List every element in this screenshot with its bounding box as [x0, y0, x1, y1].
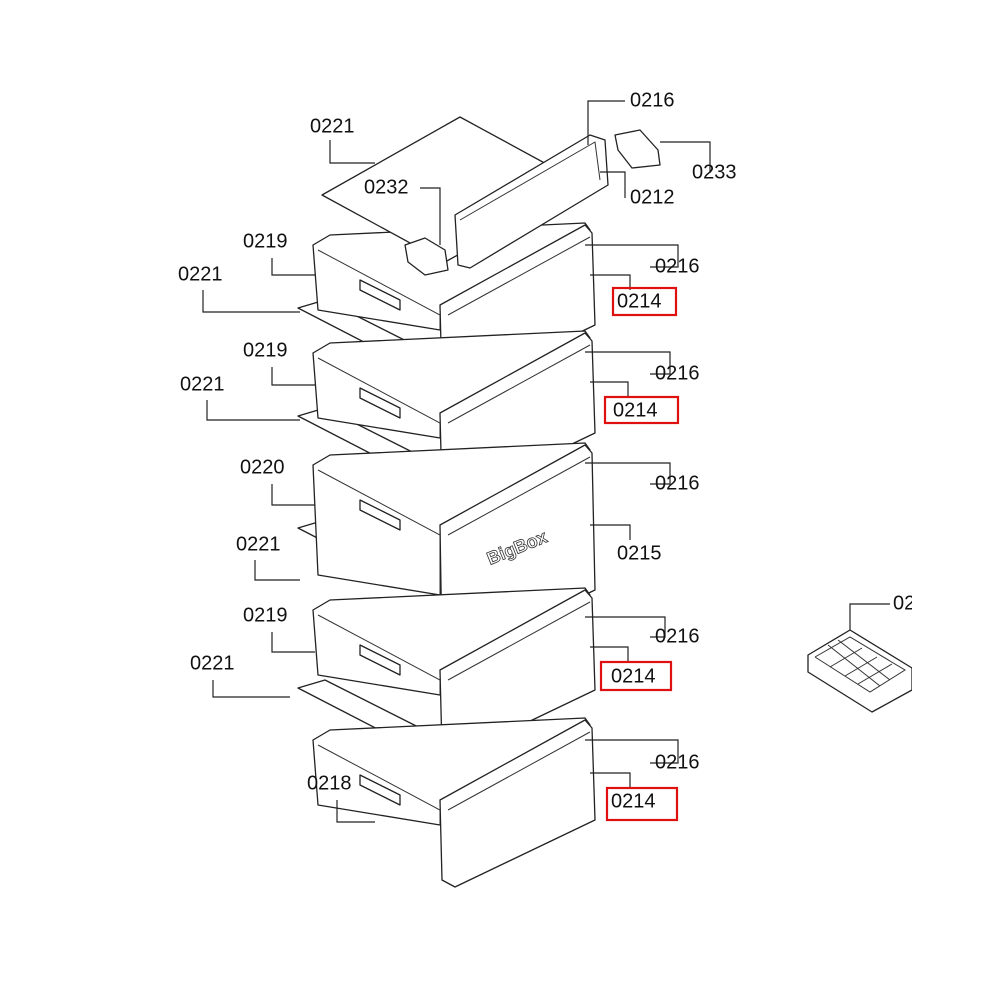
- label-0233: 0233: [692, 161, 737, 183]
- label-0214-highlighted[interactable]: 0214: [611, 665, 656, 687]
- label-0216: 0216: [655, 362, 700, 384]
- label-0218: 0218: [307, 772, 352, 794]
- drawer-handle: [359, 387, 401, 419]
- label-0212: 0212: [630, 186, 675, 208]
- leader-lines: [202, 100, 890, 823]
- label-0216: 0216: [655, 751, 700, 773]
- drawer-parts: [297, 222, 596, 888]
- label-0221: 0221: [178, 263, 223, 285]
- label-0221: 0221: [180, 373, 225, 395]
- drawer-handle: [359, 499, 401, 531]
- label-0220: 0220: [240, 456, 285, 478]
- top-frame-strip: [454, 134, 609, 269]
- label-0215: 0215: [617, 542, 662, 564]
- drawer-front-lip: [447, 456, 591, 536]
- highlight-box: [599, 660, 673, 692]
- label-0219: 0219: [243, 604, 288, 626]
- highlight-box: [611, 286, 678, 317]
- label-0216: 0216: [655, 472, 700, 494]
- label-0219: 0219: [243, 339, 288, 361]
- drawer-front-lip: [447, 731, 591, 811]
- label-0232: 0232: [364, 176, 409, 198]
- label-0216: 0216: [655, 255, 700, 277]
- label-0219: 0219: [243, 230, 288, 252]
- drawer-front-lip: [447, 236, 591, 316]
- drawer-handle: [359, 774, 401, 806]
- drawer-handle: [359, 644, 401, 676]
- label-0214-highlighted[interactable]: 0214: [611, 790, 656, 812]
- label-0221: 0221: [310, 115, 355, 137]
- ice-cube-tray: [807, 629, 913, 713]
- hinge-part-0232: [404, 237, 449, 276]
- label-0221: 0221: [190, 652, 235, 674]
- highlight-box: [605, 786, 679, 822]
- crop-mask: [912, 560, 1000, 760]
- label-0214-highlighted[interactable]: 0214: [617, 290, 662, 312]
- drawer-front-panel: [439, 719, 596, 888]
- drawer-front-lip: [447, 601, 591, 681]
- highlight-box: [603, 395, 680, 425]
- label-0216: 0216: [655, 625, 700, 647]
- clip-region: 02: [893, 592, 915, 614]
- label-0214-highlighted[interactable]: 0214: [613, 399, 658, 421]
- clip-part-0233: [614, 129, 661, 169]
- label-0216: 0216: [630, 89, 675, 111]
- drawer-front-lip: [447, 344, 591, 424]
- label-0221: 0221: [236, 533, 281, 555]
- label-ice-tray-partial: 02: [893, 592, 915, 614]
- drawer-handle: [359, 279, 401, 311]
